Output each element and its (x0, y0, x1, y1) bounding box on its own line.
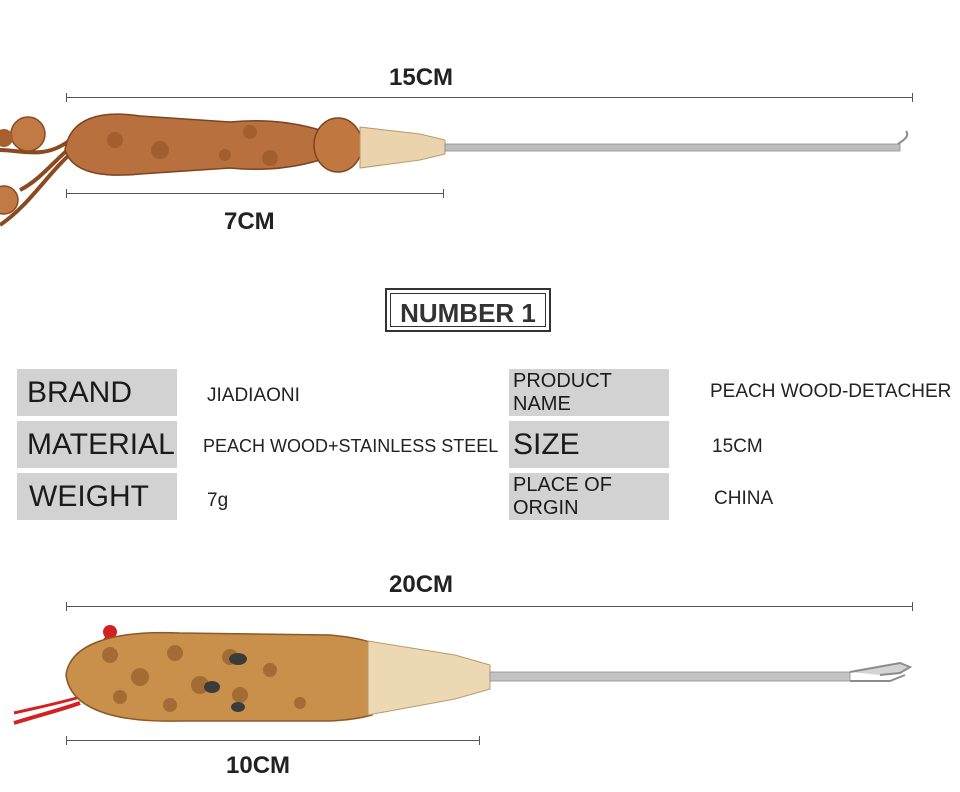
product-name-value: PEACH WOOD-DETACHER (710, 381, 952, 402)
top-tool-image (0, 113, 909, 227)
brand-key: BRAND (17, 369, 177, 416)
bottom-handle-length-label: 10CM (226, 752, 291, 779)
bottom-tool-image (13, 625, 913, 725)
material-key: MATERIAL (17, 421, 177, 468)
material-value: PEACH WOOD+STAINLESS STEEL (203, 436, 499, 456)
top-handle-dimension-line (66, 189, 444, 198)
size-value: 15CM (712, 436, 763, 457)
weight-key: WEIGHT (17, 473, 177, 520)
product-name-key: PRODUCT NAME (509, 369, 669, 416)
origin-key: PLACE OF ORGIN (509, 473, 669, 520)
brand-value: JIADIAONI (207, 385, 300, 406)
page-title: NUMBER 1 (400, 298, 536, 328)
origin-value: CHINA (714, 488, 774, 509)
bottom-total-dimension-line (66, 602, 913, 611)
top-total-dimension-line (66, 93, 913, 102)
bottom-handle-dimension-line (66, 736, 480, 745)
weight-value: 7g (207, 490, 229, 511)
top-handle-length-label: 7CM (224, 208, 275, 235)
title-box: NUMBER 1 (385, 288, 551, 332)
bottom-total-length-label: 20CM (389, 571, 454, 598)
size-key: SIZE (509, 421, 669, 468)
top-total-length-label: 15CM (389, 64, 454, 91)
